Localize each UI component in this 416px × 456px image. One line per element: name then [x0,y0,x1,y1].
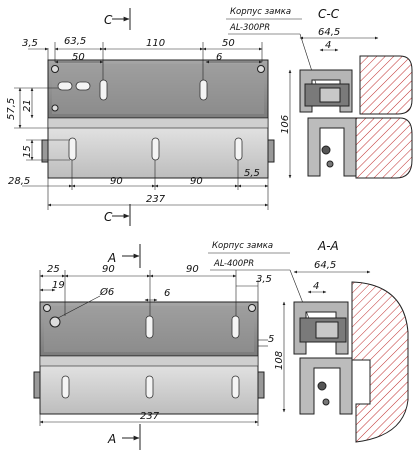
dim-21-top: 21 [22,99,33,112]
lock-label-line2-top: AL-300PR [229,23,270,33]
lock-label-line1-b: Корпус замка [212,241,273,251]
bottom-drawing-group: A [33,239,409,450]
top-drawing-group: C [6,7,413,226]
section-cut-marker-top: C [104,8,131,30]
dim-106-section-top: 106 [280,115,291,134]
upper-plate [47,59,269,119]
dim-6-b: 6 [164,288,170,299]
dim-28-5-top: 28,5 [8,176,30,187]
dim-90b-top: 90 [190,176,203,187]
top-dimensions: 3,5 63,5 50 110 50 6 57,5 21 15 [6,36,269,210]
section-cut-marker-bottom-b: A [107,424,141,450]
dim-64-5-section-b: 64,5 [314,260,336,271]
dim-90b-b: 90 [186,264,199,275]
dim-5-5-top: 5,5 [244,168,260,179]
dim-3-5-top: 3,5 [22,38,38,49]
dim-90a-top: 90 [110,176,123,187]
dim-50a-top: 50 [72,52,85,63]
dim-108-section-b: 108 [274,351,285,370]
dim-5-b: 5 [268,334,274,345]
section-title-top: C-C [318,7,340,21]
lock-label-line1-top: Корпус замка [230,7,291,17]
cut-label-top: C [104,13,113,27]
dim-15-top: 15 [22,145,33,158]
section-view-c-c: C-C 64,5 4 106 [280,7,413,179]
dim-90a-b: 90 [102,264,115,275]
section-cut-marker-top-b: A [107,244,141,268]
cut-label-bottom-b: A [107,432,116,446]
dim-25-b: 25 [47,264,60,275]
dim-4-section-top: 4 [325,40,331,51]
lower-plate [41,117,275,179]
upper-plate-b [39,301,259,357]
dim-4-section-b: 4 [313,281,319,292]
cut-label-bottom: C [104,210,113,224]
section-title-b: A-A [317,239,339,253]
bottom-dimensions: 25 90 90 3,5 19 Ø6 6 5 237 [39,264,274,426]
section-cut-marker-bottom: C [104,204,131,226]
dim-237-b: 237 [140,411,160,422]
lower-plate-b [33,355,265,415]
lock-label-line2-b: AL-400PR [213,259,254,269]
dim-57-5-top: 57,5 [6,98,17,120]
dim-phi6-b: Ø6 [99,286,114,298]
dim-19-b: 19 [52,280,65,291]
dim-63-5-top: 63,5 [64,36,86,47]
dim-6-top: 6 [216,52,222,63]
dim-3-5-b: 3,5 [256,274,272,285]
dim-110-top: 110 [146,38,165,49]
section-view-a-a: A-A 64,5 4 108 [274,239,409,443]
dim-237-top: 237 [146,194,166,205]
dim-64-5-section-top: 64,5 [318,27,340,38]
cut-label-top-b: A [107,251,116,265]
dim-50b-top: 50 [222,38,235,49]
